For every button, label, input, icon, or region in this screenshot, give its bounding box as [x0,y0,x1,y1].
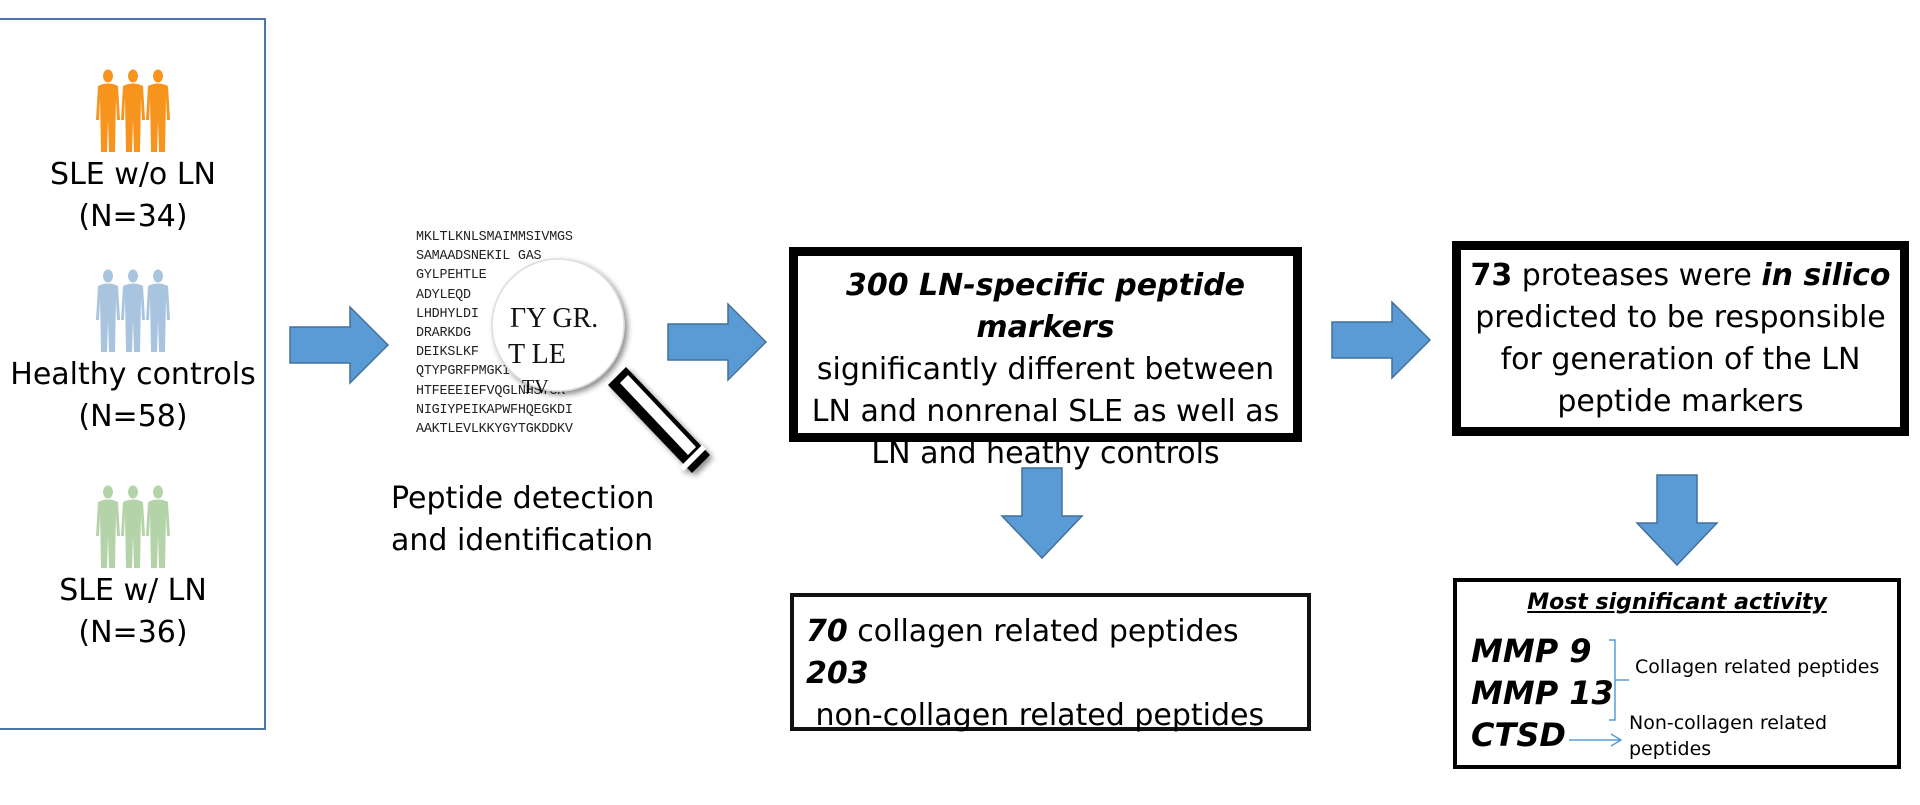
right-arrow-icon [289,305,390,385]
enzyme-ctsd: CTSD [1471,716,1566,754]
cohort-count: (N=36) [78,615,188,650]
cohort-sle-without-ln: SLE w/o LN (N=34) [0,68,266,238]
people-icon [96,485,170,568]
cohort-sle-with-ln: SLE w/ LN (N=36) [0,484,266,654]
people-icon [96,69,170,152]
enzyme-mmp9: MMP 9 [1471,632,1592,670]
bracket-icon [1609,639,1629,721]
sequence-line: QTYPGRFPMGKI [416,364,511,380]
proteases-line: predicted to be responsible [1475,300,1886,335]
down-arrow-icon [1000,467,1084,560]
proteases-text: proteases were [1512,258,1762,293]
collagen-target-label: Collagen related peptides [1635,656,1880,678]
magnifier-icon: ΓY GR. T LE TV [491,258,710,473]
cohort-label: SLE w/ LN [59,573,207,608]
markers-line: LN and heathy controls [871,436,1220,471]
peptide-split-box: 70 collagen related peptides 203 non-col… [790,593,1311,733]
magnified-text: ΓY GR. [510,303,598,334]
sequence-line: DEIKSLKF [416,345,479,361]
noncollagen-target-label: Non-collagen related peptides [1629,710,1827,762]
enzyme-mmp13: MMP 13 [1471,674,1614,712]
protease-count: 73 [1470,258,1513,293]
people-icon [96,269,170,352]
cohort-label: SLE w/o LN [50,157,216,192]
collagen-line: 70 collagen related peptides [806,611,1307,653]
markers-line: LN and nonrenal SLE as well as [811,394,1280,429]
proteases-box: 73 proteases were in silico predicted to… [1452,241,1909,436]
cohort-healthy-controls: Healthy controls (N=58) [0,268,266,438]
right-arrow-icon [667,302,768,382]
sequence-line: NIGIYPEIKAPWFHQEGKDI [416,402,573,418]
collagen-text: collagen related peptides [847,614,1239,649]
sequence-line: LHDHYLDI [416,306,479,322]
proteases-line: peptide markers [1557,384,1804,419]
cohort-panel: SLE w/o LN (N=34) Healthy controls (N=58… [0,18,266,730]
noncollagen-target-line: peptides [1629,738,1712,760]
arrow-connector-icon [1569,733,1623,747]
activity-box: Most significant activity MMP 9 MMP 13 C… [1453,578,1901,769]
noncollagen-count: 203 [806,656,869,691]
markers-line: significantly different between [816,352,1275,387]
sequence-line: DRARKDG [416,326,471,342]
sequence-line: MKLTLKNLSMAIMMSIVMGS [416,230,573,245]
cohort-count: (N=58) [78,399,188,434]
detection-label: Peptide detection and identification [391,478,654,562]
ln-markers-box: 300 LN-specific peptide markers signific… [789,247,1302,471]
sequence-line: AAKTLEVLKKYGYTGKDDKV [416,422,573,438]
noncollagen-line: 203 non-collagen related peptides [806,653,1307,737]
sequence-line: GYLPEHTLE [416,268,487,284]
proteases-line: 73 proteases were in silico [1461,255,1900,297]
detection-label-line: Peptide detection [391,481,655,516]
in-silico-emphasis: in silico [1761,258,1891,293]
magnified-text: TV [522,376,549,398]
noncollagen-target-line: Non-collagen related [1629,712,1828,734]
markers-headline: 300 LN-specific peptide markers [845,268,1246,345]
noncollagen-text: non-collagen related peptides [806,698,1265,733]
cohort-label: Healthy controls [10,357,256,392]
cohort-count: (N=34) [78,199,188,234]
sequence-line: SAMAADSNEKIL GAS [416,249,542,265]
right-arrow-icon [1331,300,1432,380]
peptide-sequence-list: MKLTLKNLSMAIMMSIVMGS SAMAADSNEKIL GAS GYLP… [416,228,573,439]
sequence-line: ADYLEQD [416,287,471,303]
magnified-text: T LE [508,339,566,370]
activity-title: Most significant activity [1527,590,1827,615]
down-arrow-icon [1635,474,1719,567]
detection-label-line: and identification [391,523,654,558]
sequence-line: HTFEEEIEFVQGLNHSTGK [416,383,565,399]
collagen-count: 70 [806,614,848,649]
proteases-line: for generation of the LN [1500,342,1861,377]
